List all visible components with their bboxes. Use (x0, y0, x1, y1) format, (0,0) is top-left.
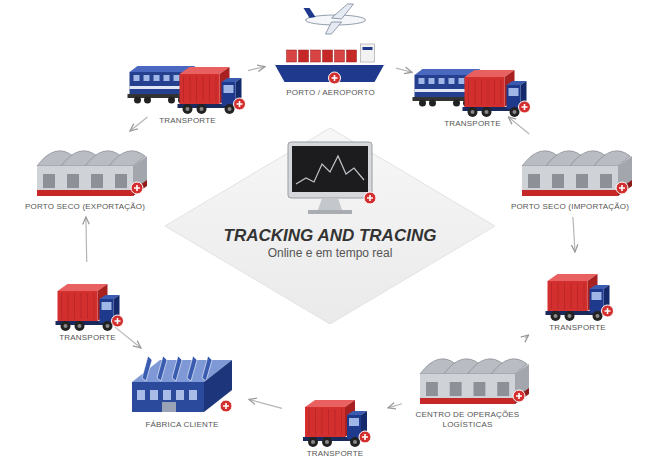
station-node: PORTO / AEROPORTO (268, 2, 393, 100)
truck-icon (56, 284, 124, 331)
truck-icon (303, 400, 371, 447)
badge (220, 400, 232, 412)
warehouse-icon (37, 151, 147, 196)
badge (234, 98, 246, 110)
truck-icon (546, 274, 614, 321)
warehouse-icon (420, 359, 529, 404)
badge (329, 72, 341, 84)
station-label: PORTO SECO (IMPORTAÇÃO) (500, 202, 640, 212)
badge (112, 315, 124, 327)
station-node: PORTO SECO (IMPORTAÇÃO) (500, 120, 640, 214)
badge (602, 305, 614, 317)
station-label: FÁBRICA CLIENTE (118, 420, 246, 430)
badge (616, 182, 628, 194)
badge (364, 192, 376, 204)
tracking-diamond: TRACKING AND TRACINGOnline e em tempo re… (165, 128, 495, 324)
diagram-heading: TRACKING AND TRACING (165, 226, 495, 246)
station-label: PORTO SECO (EXPORTAÇÃO) (10, 202, 160, 212)
station-label: TRANSPORTE (285, 449, 385, 459)
warehouse-icon (522, 151, 632, 196)
flow-arrow (573, 217, 575, 252)
station-label: TRANSPORTE (525, 323, 630, 333)
badge (359, 431, 371, 443)
station-node: TRANSPORTE (525, 255, 630, 335)
flow-arrow (249, 399, 282, 408)
station-node: FÁBRICA CLIENTE (118, 330, 246, 432)
trainTruck-icon (413, 69, 531, 117)
station-label: TRANSPORTE (415, 119, 530, 129)
badge (519, 101, 531, 113)
flow-arrow (388, 404, 402, 408)
port-icon (275, 4, 385, 84)
flow-arrow (130, 117, 148, 131)
flow-arrow (248, 67, 265, 71)
factory-icon (132, 356, 232, 412)
diagram-subtitle: Online e em tempo real (165, 246, 495, 261)
station-node: TRANSPORTE (415, 45, 530, 131)
badge (513, 390, 525, 402)
badge (131, 182, 143, 194)
monitor-icon (288, 142, 376, 214)
flow-arrow (525, 335, 529, 338)
station-label: TRANSPORTE (130, 116, 245, 126)
station-node: TRANSPORTE (285, 385, 385, 461)
station-node: PORTO SECO (EXPORTAÇÃO) (10, 120, 160, 214)
flow-arrow (508, 117, 529, 134)
flow-arrow (85, 217, 87, 262)
station-label: CENTRO DE OPERAÇÕES LOGÍSTICAS (405, 410, 530, 430)
station-label: PORTO / AEROPORTO (268, 88, 393, 98)
station-label: TRANSPORTE (35, 333, 140, 343)
trainTruck-icon (128, 66, 246, 114)
station-node: TRANSPORTE (130, 42, 245, 128)
flow-arrow (115, 327, 141, 348)
flow-arrow (396, 68, 412, 72)
station-node: TRANSPORTE (35, 265, 140, 345)
station-node: CENTRO DE OPERAÇÕES LOGÍSTICAS (405, 338, 530, 432)
